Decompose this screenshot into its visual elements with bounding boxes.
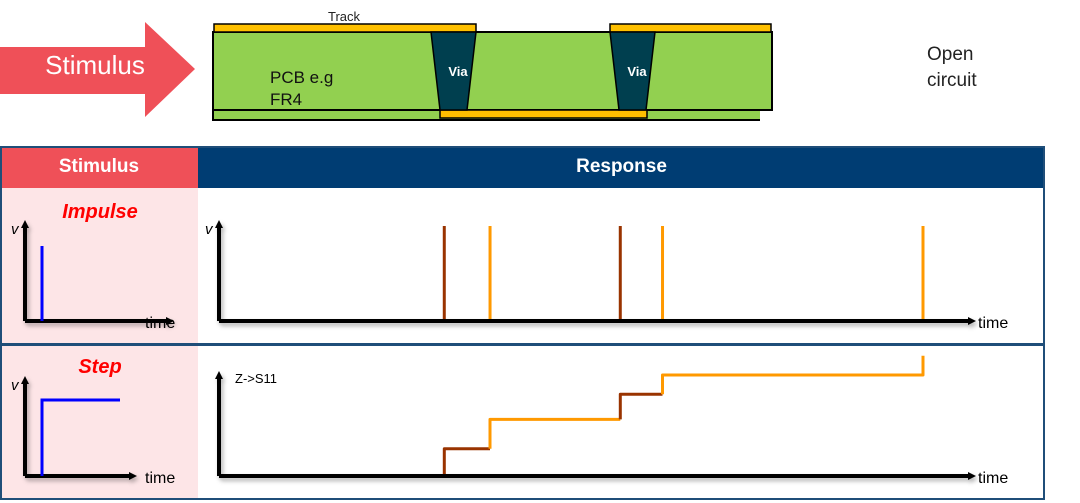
- response-y-axis-label: Z->S11: [235, 371, 277, 386]
- step-response-segment: [661, 355, 925, 395]
- via-right: [609, 31, 656, 111]
- stimulus-y-axis-label: v: [11, 221, 20, 238]
- stimulus-cell-impulse: [2, 188, 198, 343]
- header-stimulus: Stimulus: [0, 146, 198, 188]
- pcb-label-line1: PCB e.g: [270, 68, 334, 87]
- top-track-right: [609, 23, 772, 33]
- step-stimulus-waveform: [40, 398, 120, 476]
- via-label-right: Via: [627, 64, 647, 79]
- response-y-axis-label: v: [205, 221, 214, 238]
- pcb-label-line2: FR4: [270, 90, 303, 109]
- step-title: Step: [78, 356, 122, 378]
- step-response-segment: [442, 447, 490, 474]
- termination-label-line2: circuit: [927, 70, 977, 91]
- step-response-segment: [618, 392, 663, 420]
- via-label-left: Via: [448, 64, 468, 79]
- pcb-diagram: [212, 23, 773, 119]
- track-label: Track: [328, 9, 361, 24]
- bottom-track: [439, 109, 648, 119]
- header-response: Response: [198, 146, 1045, 188]
- termination-label-line1: Open: [927, 44, 974, 65]
- via-left: [430, 31, 477, 111]
- top-track-left: [213, 23, 477, 33]
- stimulus-cell-step: [2, 346, 198, 498]
- stimulus-x-axis-label: time: [145, 315, 175, 332]
- stimulus-arrow-label: Stimulus: [45, 50, 145, 80]
- response-x-axis-label: time: [978, 315, 1008, 332]
- impulse-title: Impulse: [62, 201, 138, 223]
- response-x-axis-label: time: [978, 470, 1008, 487]
- row-divider: [0, 343, 1045, 346]
- stimulus-y-axis-label: v: [11, 377, 20, 394]
- stimulus-arrow-icon: [0, 22, 195, 117]
- step-response-segment: [488, 417, 621, 449]
- stimulus-x-axis-label: time: [145, 470, 175, 487]
- stimulus-response-table: [0, 146, 1045, 500]
